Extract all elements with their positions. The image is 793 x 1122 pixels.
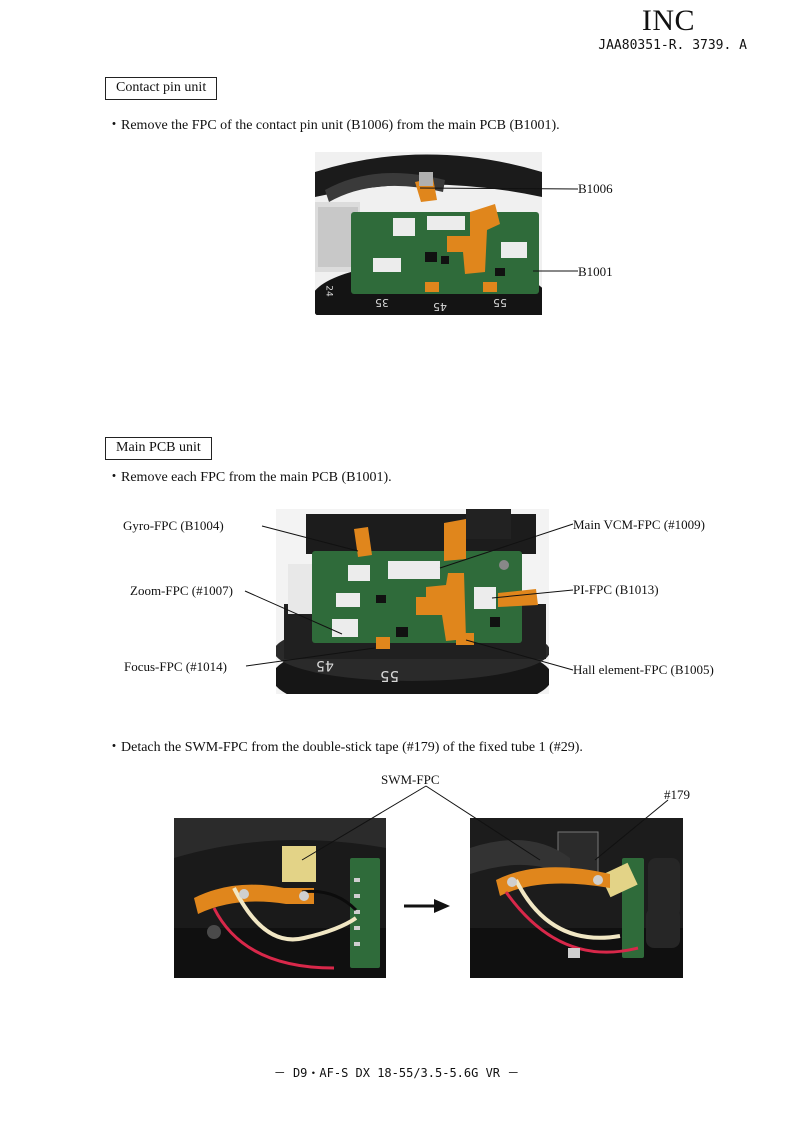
instruction-contact-pin: ・Remove the FPC of the contact pin unit … bbox=[107, 118, 560, 133]
label-focus-fpc: Focus-FPC (#1014) bbox=[124, 659, 227, 674]
lens-scale-number: 45 bbox=[316, 657, 334, 673]
label-tape-179: #179 bbox=[664, 787, 690, 802]
label-swm-fpc: SWM-FPC bbox=[381, 772, 440, 787]
photo-swm-after bbox=[470, 818, 683, 978]
label-b1006: B1006 bbox=[578, 181, 613, 196]
label-pi-fpc: PI-FPC (B1013) bbox=[573, 582, 659, 597]
lens-scale-number: 45 bbox=[433, 300, 447, 313]
photo-contact-pin-unit: 35 45 55 24 bbox=[315, 152, 542, 315]
section-title-main-pcb-unit: Main PCB unit bbox=[105, 437, 212, 460]
instruction-main-pcb: ・Remove each FPC from the main PCB (B100… bbox=[107, 470, 392, 485]
instruction-swm-fpc: ・Detach the SWM-FPC from the double-stic… bbox=[107, 740, 583, 755]
label-main-vcm-fpc: Main VCM-FPC (#1009) bbox=[573, 517, 705, 532]
section-title-contact-pin-unit: Contact pin unit bbox=[105, 77, 218, 100]
lens-scale-number: 55 bbox=[380, 667, 400, 685]
label-zoom-fpc: Zoom-FPC (#1007) bbox=[130, 583, 233, 598]
photo-swm-before bbox=[174, 818, 386, 978]
page-footer: － D9・AF-S DX 18-55/3.5-5.6G VR － bbox=[273, 1066, 520, 1080]
document-id: JAA80351-R. 3739. A bbox=[598, 38, 747, 53]
lens-scale-number: 24 bbox=[323, 285, 334, 297]
arrow-right-icon bbox=[404, 899, 450, 913]
label-b1001: B1001 bbox=[578, 264, 613, 279]
label-hall-element-fpc: Hall element-FPC (B1005) bbox=[573, 662, 714, 677]
photo-main-pcb-unit: 45 55 bbox=[276, 509, 549, 694]
lens-scale-number: 35 bbox=[375, 296, 389, 309]
lens-scale-number: 55 bbox=[493, 296, 507, 309]
brand-header: INC bbox=[641, 4, 695, 37]
label-gyro-fpc: Gyro-FPC (B1004) bbox=[123, 518, 224, 533]
